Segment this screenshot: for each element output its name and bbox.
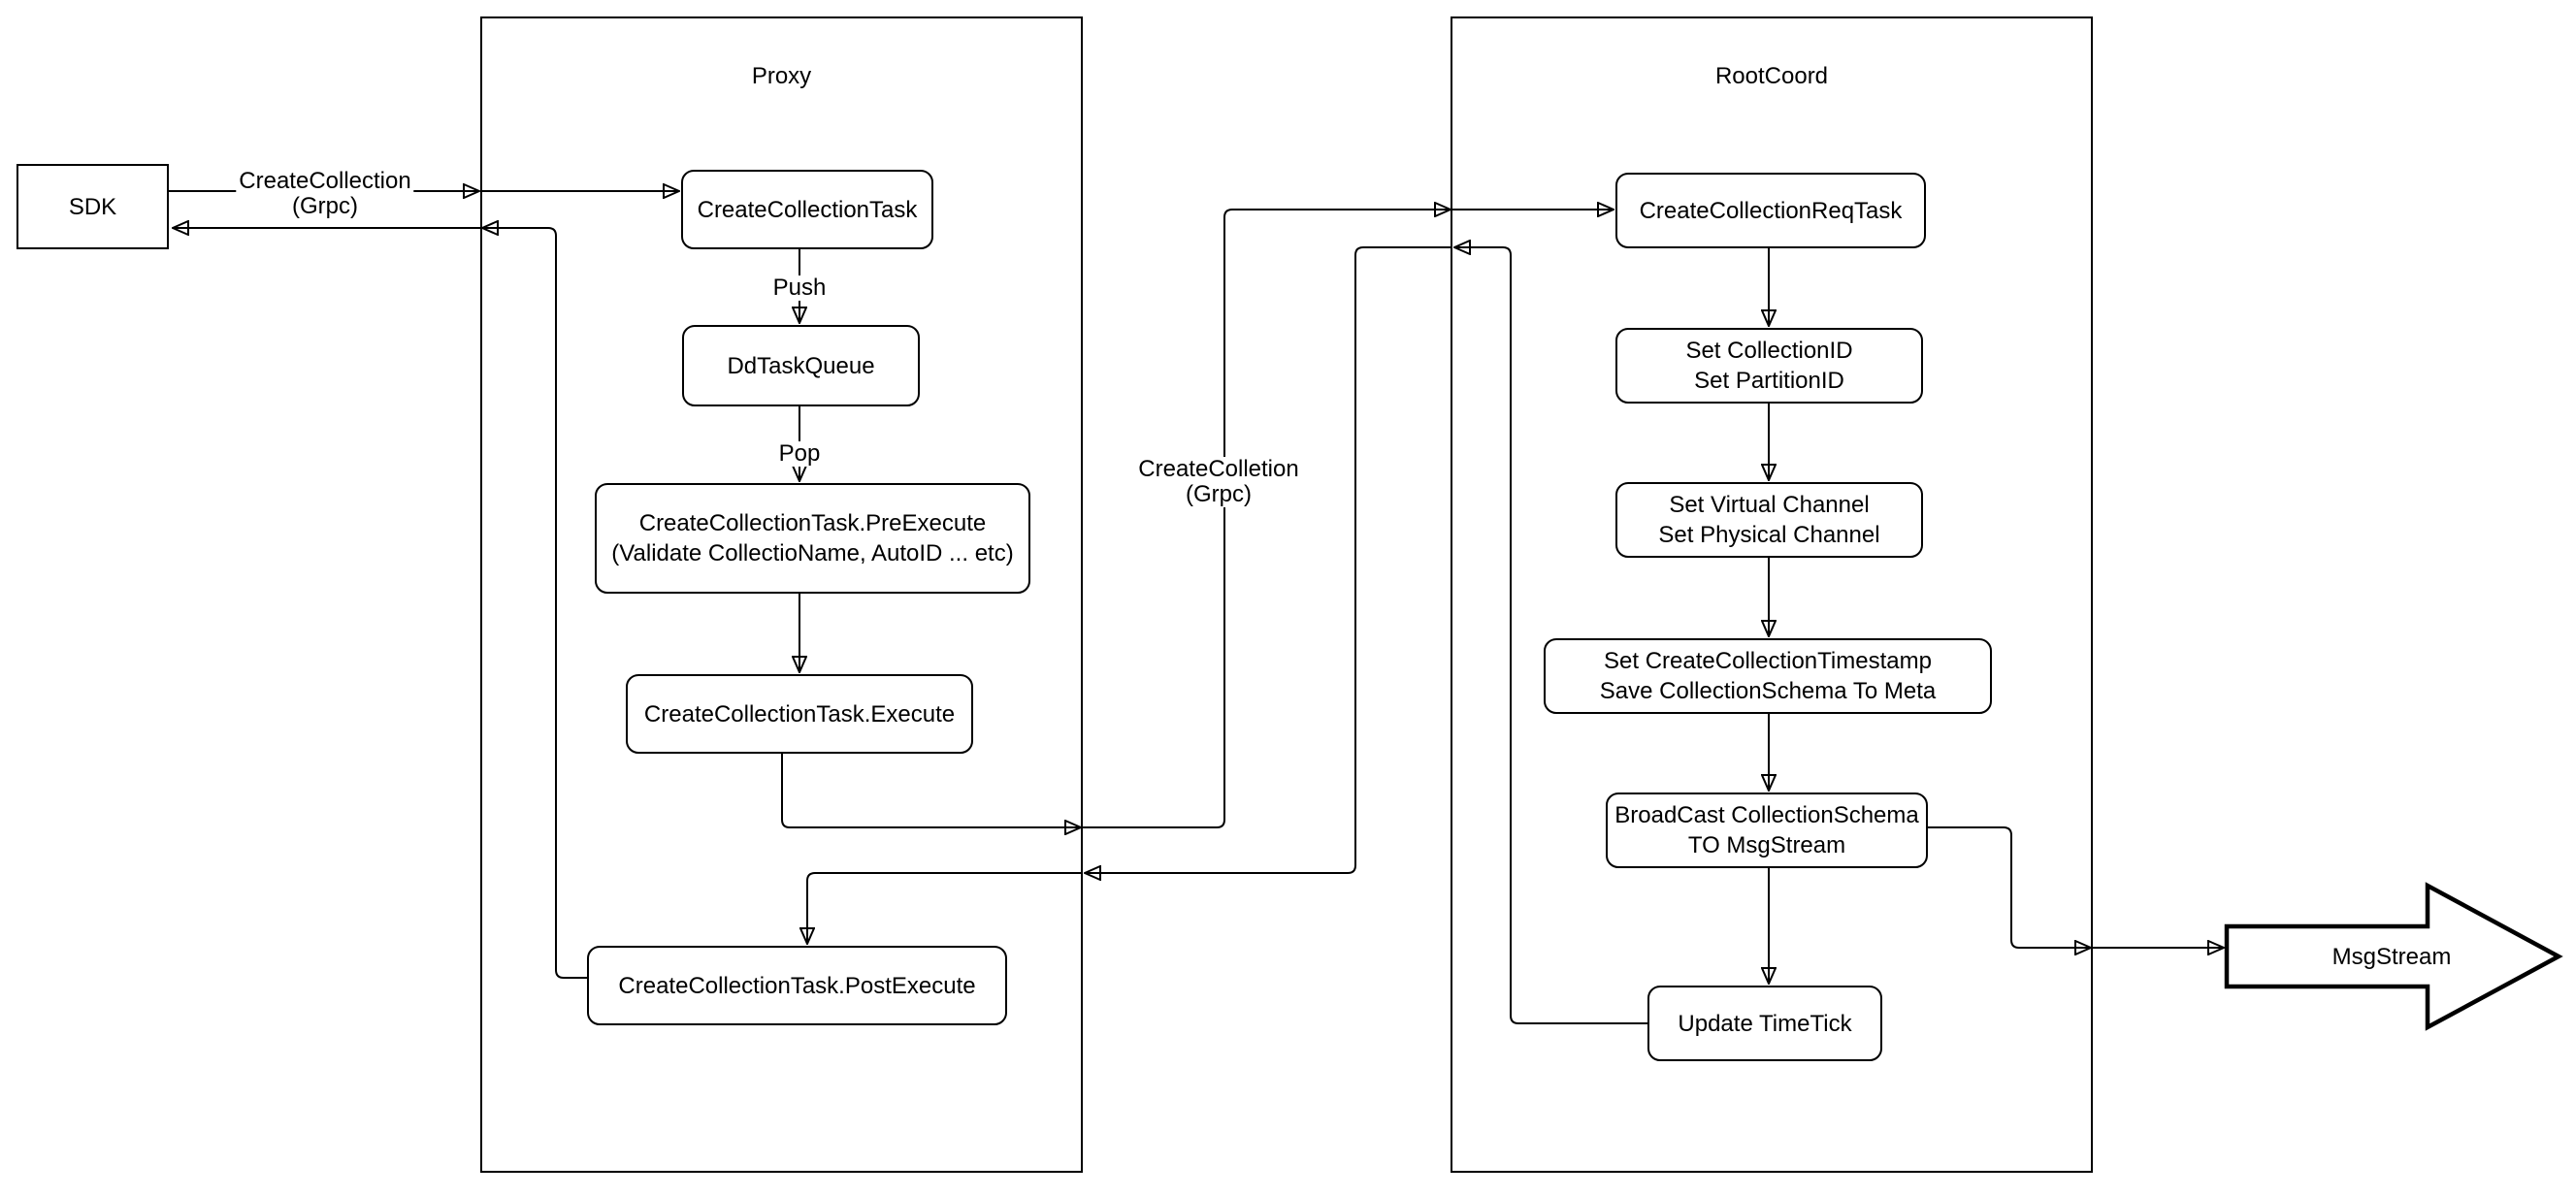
node-set-channels: Set Virtual Channel Set Physical Channel <box>1615 482 1923 558</box>
node-execute: CreateCollectionTask.Execute <box>626 674 973 754</box>
node-set-partition-id-line2: Set PartitionID <box>1694 368 1844 394</box>
edge-label-sdk-to-proxy-line2: (Grpc) <box>288 194 361 219</box>
proxy-container <box>480 16 1083 1173</box>
node-post-execute: CreateCollectionTask.PostExecute <box>587 946 1007 1025</box>
node-execute-label: CreateCollectionTask.Execute <box>643 700 956 728</box>
edge-execute-to-proxy-border <box>781 754 1081 827</box>
node-post-execute-label: CreateCollectionTask.PostExecute <box>618 972 976 999</box>
node-pre-execute-line2: (Validate CollectioName, AutoID ... etc) <box>611 540 1014 566</box>
edge-label-pop: Pop <box>775 441 824 467</box>
edge-updatetimetick-to-rootcoord-border <box>1454 247 1647 1024</box>
node-set-timestamp-line1: Set CreateCollectionTimestamp <box>1604 648 1932 674</box>
node-set-virtual-channel-line1: Set Virtual Channel <box>1669 492 1870 518</box>
node-pre-execute-line1: CreateCollectionTask.PreExecute <box>638 510 987 536</box>
node-save-schema-line2: Save CollectionSchema To Meta <box>1599 678 1937 704</box>
edge-broadcast-to-rootcoord-border <box>1928 826 2091 948</box>
node-pre-execute: CreateCollectionTask.PreExecute (Validat… <box>595 483 1030 594</box>
node-set-timestamp-save-schema: Set CreateCollectionTimestamp Save Colle… <box>1544 638 1992 714</box>
node-set-collection-id-line1: Set CollectionID <box>1685 338 1853 364</box>
edge-label-proxy-to-rootcoord-line1: CreateColletion <box>1135 457 1302 482</box>
node-create-collection-req-task-label: CreateCollectionReqTask <box>1639 197 1903 224</box>
node-sdk-label: SDK <box>68 193 117 220</box>
node-create-collection-req-task: CreateCollectionReqTask <box>1615 173 1926 248</box>
edge-label-sdk-to-proxy: CreateCollection (Grpc) <box>236 169 414 219</box>
node-set-physical-channel-line2: Set Physical Channel <box>1658 522 1880 548</box>
edge-label-push: Push <box>769 275 830 301</box>
node-broadcast-line1: BroadCast CollectionSchema <box>1614 802 1919 828</box>
edge-label-push-text: Push <box>769 275 830 301</box>
edge-label-pop-text: Pop <box>775 441 824 467</box>
edge-label-proxy-to-rootcoord: CreateColletion (Grpc) <box>1135 457 1302 507</box>
node-create-collection-task: CreateCollectionTask <box>681 170 933 249</box>
edge-proxy-border-to-rootcoord-border <box>1083 210 1451 828</box>
rootcoord-container <box>1451 16 2093 1173</box>
node-sdk: SDK <box>16 164 169 249</box>
node-update-timetick: Update TimeTick <box>1647 986 1882 1061</box>
node-dd-task-queue: DdTaskQueue <box>682 325 920 406</box>
msgstream-label: MsgStream <box>2331 944 2452 970</box>
node-broadcast-line2: TO MsgStream <box>1687 832 1846 858</box>
msgstream-arrow-shape <box>2224 882 2563 1031</box>
node-update-timetick-label: Update TimeTick <box>1678 1010 1852 1037</box>
node-dd-task-queue-label: DdTaskQueue <box>727 352 875 379</box>
edge-proxy-border-to-postexecute <box>807 872 1083 944</box>
proxy-title: Proxy <box>751 63 812 89</box>
edge-label-proxy-to-rootcoord-line2: (Grpc) <box>1182 482 1255 507</box>
node-create-collection-task-label: CreateCollectionTask <box>697 196 918 223</box>
node-broadcast-schema: BroadCast CollectionSchema TO MsgStream <box>1606 793 1928 868</box>
edge-label-sdk-to-proxy-line1: CreateCollection <box>236 169 414 194</box>
edge-rootcoord-border-to-proxy-border <box>1085 246 1452 873</box>
node-set-collection-partition-id: Set CollectionID Set PartitionID <box>1615 328 1923 404</box>
edge-postexecute-to-proxy-border <box>482 228 587 979</box>
rootcoord-title: RootCoord <box>1714 63 1829 89</box>
